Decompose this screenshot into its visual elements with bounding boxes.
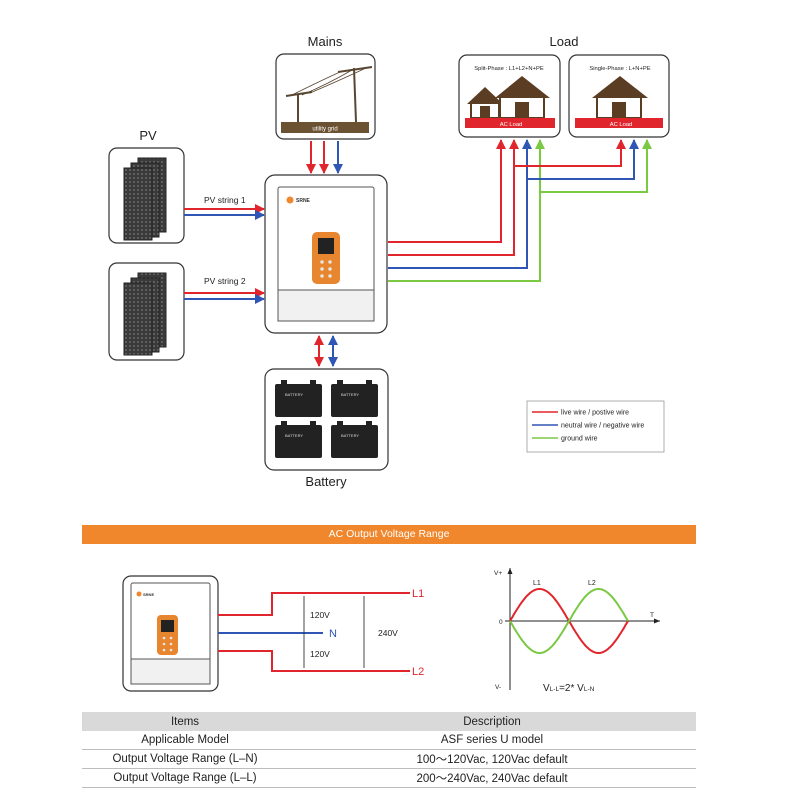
table-cell-desc: 200～240Vac, 240Vac default — [288, 768, 696, 788]
inverter-box: SRNE — [264, 174, 388, 334]
legend-live: live wire / postive wire — [561, 410, 629, 417]
wiring — [184, 139, 652, 367]
utility-grid-label: utility grid — [312, 127, 337, 133]
split-phase-label: Split-Phase : L1+L2+N+PE — [474, 66, 544, 72]
battery-cell-label: BATTERY — [285, 433, 303, 438]
ac-load-label-1: AC Load — [500, 122, 523, 128]
brand-logo-icon — [136, 591, 142, 597]
split-phase-load-box: Split-Phase : L1+L2+N+PE AC Load — [458, 54, 561, 138]
control-buttons — [320, 260, 332, 278]
axis-v-minus: V- — [495, 684, 501, 691]
control-buttons — [162, 636, 173, 652]
table-row: Applicable Model ASF series U model — [82, 731, 696, 750]
spec-table: Items Description Applicable Model ASF s… — [82, 712, 696, 788]
wave-l1-label: L1 — [533, 580, 541, 587]
solar-panel-icon — [123, 157, 167, 241]
axis-v-plus: V+ — [494, 570, 502, 577]
voltage-formula: VL-L=2* VL-N — [543, 683, 595, 694]
load-title: Load — [550, 34, 579, 49]
l1-label: L1 — [412, 588, 424, 600]
axis-zero: 0 — [499, 619, 503, 626]
n-label: N — [329, 628, 337, 640]
house-icon — [467, 76, 550, 119]
l2-label: L2 — [412, 666, 424, 678]
battery-box: BATTERY BATTERY BATTERY BATTERY — [264, 368, 389, 471]
battery-icon — [275, 421, 322, 458]
legend-ground: ground wire — [561, 436, 598, 443]
battery-cell-label: BATTERY — [285, 392, 303, 397]
table-cell-desc: 100～120Vac, 120Vac default — [288, 749, 696, 769]
table-cell-desc: ASF series U model — [288, 731, 696, 750]
brand-label: SRNE — [296, 198, 311, 204]
table-cell-item: Applicable Model — [82, 731, 288, 750]
brand-logo-icon — [286, 196, 294, 204]
output-inverter-box: SRNE — [122, 575, 219, 692]
legend-neutral: neutral wire / negative wire — [561, 423, 644, 430]
solar-panel-icon — [123, 272, 167, 356]
voltage-upper: 120V — [310, 610, 330, 620]
split-phase-circuit — [218, 592, 410, 672]
table-row: Output Voltage Range (L–L) 200～240Vac, 2… — [82, 768, 696, 788]
lcd-screen — [318, 238, 334, 254]
brand-label-small: SRNE — [143, 592, 154, 597]
table-header-row: Items Description — [82, 712, 696, 731]
utility-pole-icon — [285, 66, 373, 123]
pv-title: PV — [139, 128, 157, 143]
waveform-plot — [505, 568, 660, 690]
mains-box: utility grid — [275, 53, 376, 140]
lcd-screen — [161, 620, 174, 632]
single-phase-label: Single-Phase : L+N+PE — [589, 66, 650, 72]
wire-legend: live wire / postive wire neutral wire / … — [526, 400, 665, 453]
ac-output-banner: AC Output Voltage Range — [82, 525, 696, 544]
waveform-l2 — [509, 588, 629, 654]
axis-t: T — [650, 612, 654, 619]
battery-cell-label: BATTERY — [341, 392, 359, 397]
header-description: Description — [288, 712, 696, 731]
battery-icon — [331, 380, 378, 417]
header-items: Items — [82, 712, 288, 731]
battery-cell-label: BATTERY — [341, 433, 359, 438]
battery-icon — [331, 421, 378, 458]
table-cell-item: Output Voltage Range (L–L) — [82, 768, 288, 788]
ac-load-label-2: AC Load — [610, 122, 633, 128]
table-row: Output Voltage Range (L–N) 100～120Vac, 1… — [82, 749, 696, 769]
battery-title: Battery — [305, 474, 347, 489]
pv-array-2 — [108, 262, 185, 361]
voltage-lower: 120V — [310, 649, 330, 659]
pv-string-1-label: PV string 1 — [204, 195, 246, 205]
pv-string-2-label: PV string 2 — [204, 276, 246, 286]
battery-icon — [275, 380, 322, 417]
wave-l2-label: L2 — [588, 580, 596, 587]
mains-title: Mains — [308, 34, 343, 49]
pv-array-1 — [108, 147, 185, 244]
voltage-total: 240V — [378, 628, 398, 638]
single-phase-load-box: Single-Phase : L+N+PE AC Load — [568, 54, 670, 138]
table-cell-item: Output Voltage Range (L–N) — [82, 749, 288, 769]
